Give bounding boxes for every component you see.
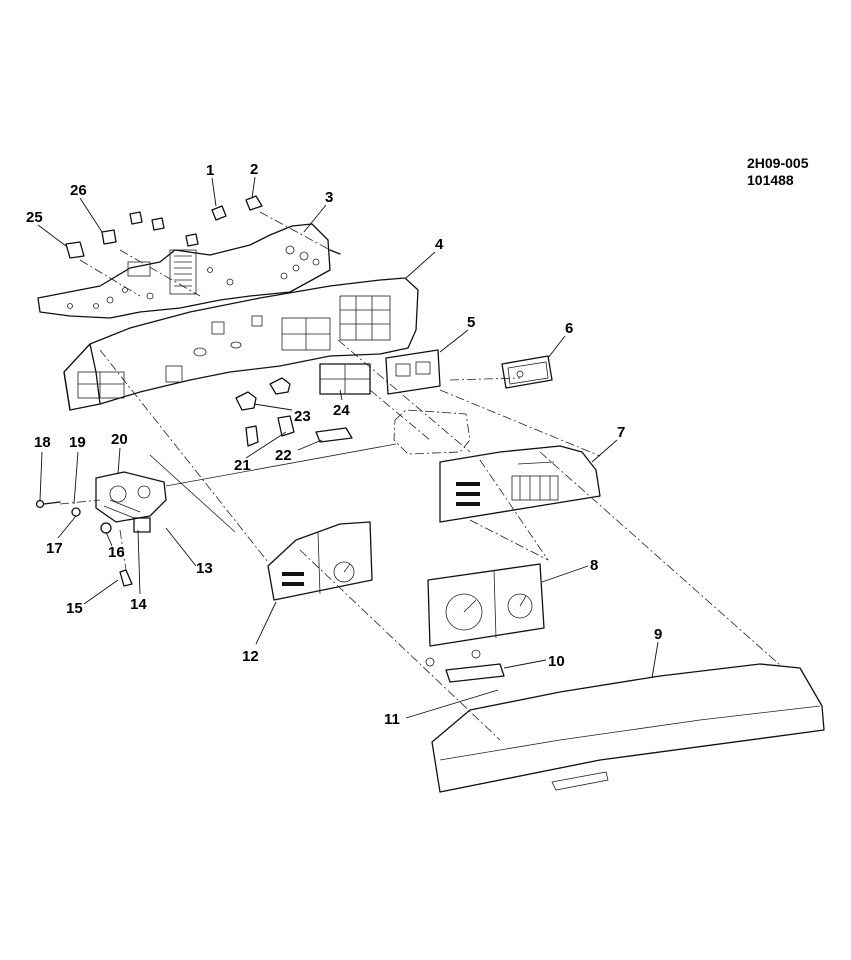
callout-labels: 1 2 3 4 5 6 7 8 9 10 11 12 13 14 15 16 1…	[26, 161, 662, 728]
callout-22: 22	[275, 447, 292, 464]
retainer-part	[425, 649, 505, 683]
figure-code-line2: 101488	[747, 172, 794, 188]
callout-5: 5	[467, 314, 475, 331]
callout-6: 6	[565, 320, 573, 337]
lens-part	[315, 363, 471, 455]
callout-9: 9	[654, 626, 662, 643]
indicator-lamp-part	[501, 355, 553, 389]
callout-3: 3	[325, 189, 333, 206]
callout-2: 2	[250, 161, 258, 178]
callout-24: 24	[333, 402, 350, 419]
cluster-case-part	[63, 277, 419, 411]
callout-16: 16	[108, 544, 125, 561]
cluster-bezel-part	[431, 663, 825, 793]
callout-14: 14	[130, 596, 147, 613]
callout-19: 19	[69, 434, 86, 451]
callout-15: 15	[66, 600, 83, 617]
callout-12: 12	[242, 648, 259, 665]
callout-4: 4	[435, 236, 444, 253]
figure-code-line1: 2H09-005	[747, 155, 809, 171]
callout-26: 26	[70, 182, 87, 199]
callout-1: 1	[206, 162, 214, 179]
callout-18: 18	[34, 434, 51, 451]
callout-17: 17	[46, 540, 63, 557]
speedometer-gauge-part	[427, 563, 545, 647]
callout-21: 21	[234, 457, 251, 474]
fastener-parts	[65, 195, 341, 259]
callout-11: 11	[384, 711, 400, 728]
callout-25: 25	[26, 209, 43, 226]
callout-13: 13	[196, 560, 213, 577]
callout-20: 20	[111, 431, 128, 448]
callout-23: 23	[294, 408, 311, 425]
leader-lines	[37, 176, 659, 719]
trip-lens-part	[439, 445, 601, 523]
callout-10: 10	[548, 653, 565, 670]
callout-7: 7	[617, 424, 625, 441]
fuel-gauge-part	[267, 521, 373, 601]
stepper-motor-part	[35, 471, 167, 587]
callout-8: 8	[590, 557, 598, 574]
printed-circuit-part	[37, 223, 331, 319]
assembly-center-lines	[59, 211, 781, 741]
lamp-socket-part	[235, 377, 295, 447]
